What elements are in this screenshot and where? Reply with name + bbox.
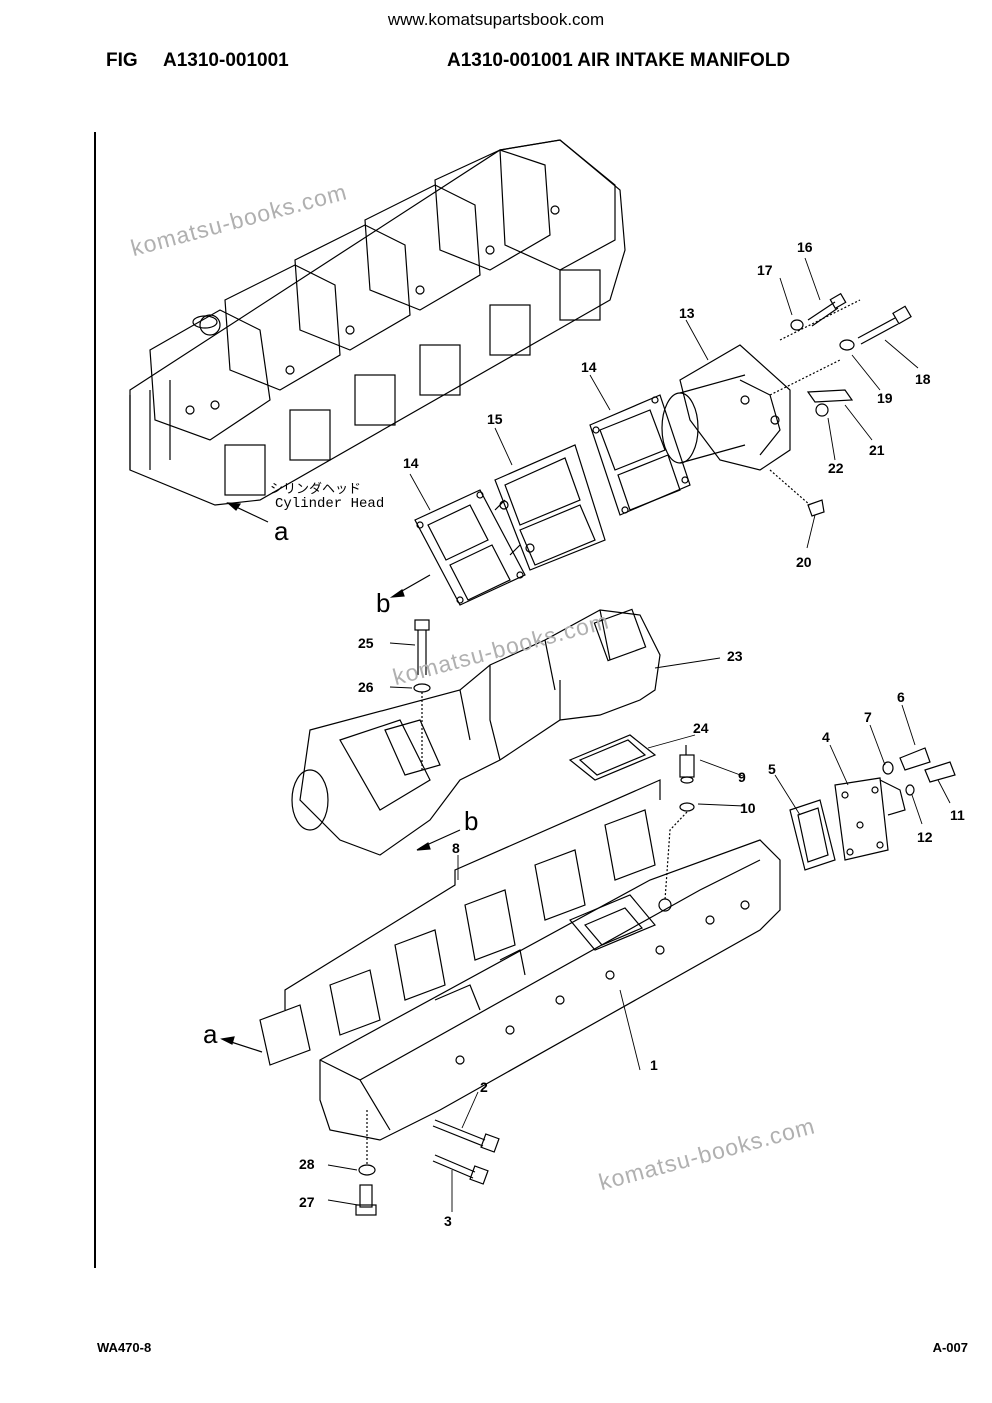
callout-14-left: 14 [403,455,419,471]
page-title: A1310-001001 AIR INTAKE MANIFOLD [447,50,791,71]
callout-17: 17 [757,262,773,278]
callout-12: 12 [917,829,933,845]
callout-9: 9 [738,769,746,785]
cover-plate-4-drawing [834,777,906,861]
callout-13: 13 [679,305,695,321]
leader-lines [327,257,951,1212]
callout-21: 21 [869,442,885,458]
gasket-set-8-drawing [259,779,661,1066]
callout-1: 1 [650,1057,658,1073]
site-url: www.komatsupartsbook.com [387,10,605,29]
jp-cylinder-head-label: シリンダヘッド [270,481,361,496]
fig-code: A1310-001001 [163,50,289,71]
gasket-15-drawing [494,444,606,571]
callout-14-right: 14 [581,359,597,375]
callout-7: 7 [864,709,872,725]
callout-25: 25 [358,635,374,651]
intake-elbow-13-drawing [661,344,791,471]
callout-27: 27 [299,1194,315,1210]
view-marker-a-lower: a [203,1019,218,1049]
footer-model: WA470-8 [97,1340,152,1355]
callout-26: 26 [358,679,374,695]
footer-page-number: A-007 [932,1340,968,1355]
callout-10: 10 [740,800,756,816]
callout-2: 2 [480,1079,488,1095]
callout-4: 4 [822,729,830,745]
callout-6: 6 [897,689,905,705]
manifold-23-drawing [291,608,661,856]
callout-3: 3 [444,1213,452,1229]
gasket-14-right-drawing [589,394,691,516]
callout-numbers: 1 2 3 4 5 6 7 8 9 10 11 12 13 14 14 15 1… [299,239,965,1229]
view-marker-b-top: b [376,588,390,618]
manifold-1-drawing [319,839,781,1141]
callout-8: 8 [452,840,460,856]
fig-label: FIG [106,50,138,71]
callout-28: 28 [299,1156,315,1172]
callout-16: 16 [797,239,813,255]
callout-22: 22 [828,460,844,476]
callout-5: 5 [768,761,776,777]
cylinder-head-drawing [129,139,626,523]
callout-15: 15 [487,411,503,427]
callout-18: 18 [915,371,931,387]
callout-23: 23 [727,648,743,664]
view-marker-b-lower: b [464,806,478,836]
callout-11: 11 [950,807,965,823]
left-margin-rule [94,132,96,1268]
callout-24: 24 [693,720,709,736]
view-marker-a-top: a [274,516,289,546]
gasket-14-left-drawing [414,489,526,606]
callout-20: 20 [796,554,812,570]
cylinder-head-label: Cylinder Head [275,496,384,512]
callout-19: 19 [877,390,893,406]
